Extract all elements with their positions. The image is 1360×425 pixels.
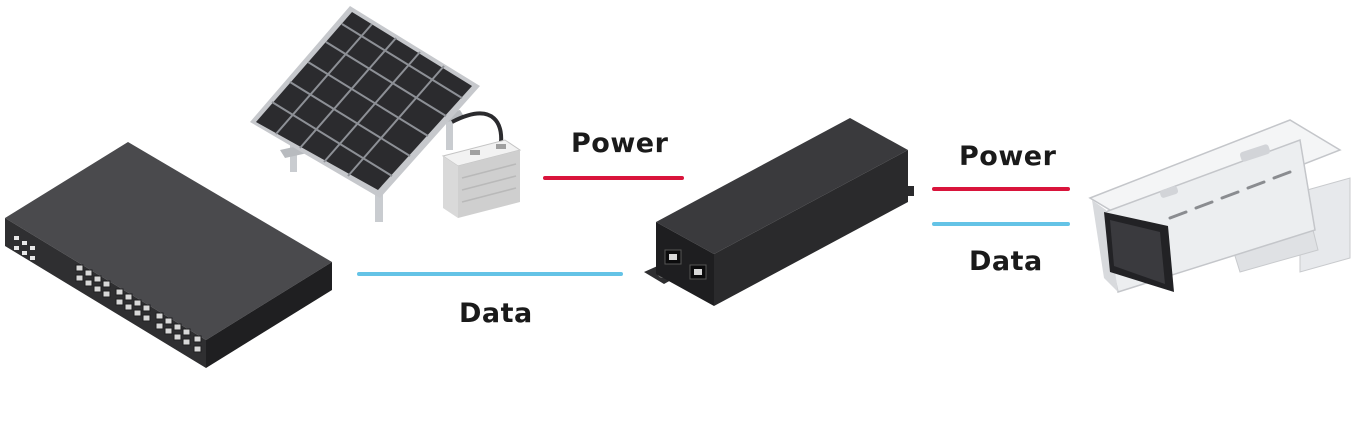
- poe-injector-icon: [644, 118, 914, 306]
- power-line-left: [543, 176, 684, 180]
- solar-panel-icon: [250, 6, 504, 222]
- power-label-right: Power: [959, 141, 1057, 172]
- security-camera-icon: [1088, 119, 1351, 293]
- data-label-left: Data: [459, 298, 533, 329]
- data-label-right: Data: [969, 246, 1043, 277]
- data-line-right: [932, 222, 1070, 226]
- power-line-right: [932, 187, 1070, 191]
- power-label-left: Power: [571, 128, 669, 159]
- network-switch-icon: [5, 142, 332, 368]
- battery-icon: [441, 139, 522, 218]
- data-line-left: [357, 272, 623, 276]
